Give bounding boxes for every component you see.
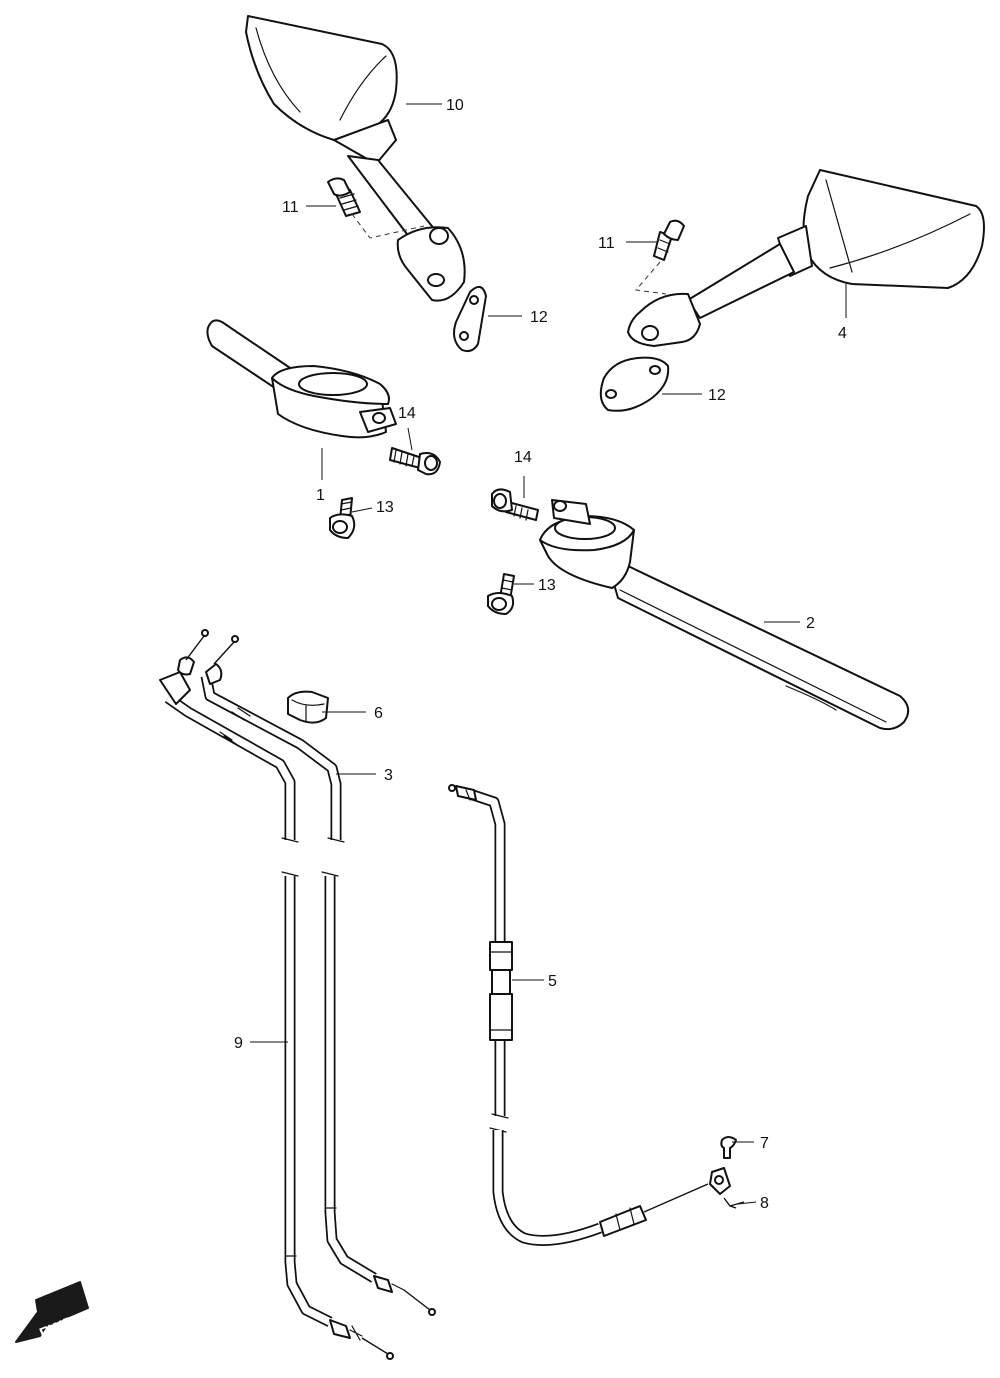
assembly-line bbox=[351, 213, 425, 239]
callout-9: 9 bbox=[234, 1035, 243, 1052]
callout-8: 8 bbox=[760, 1195, 769, 1212]
callout-11-left: 11 bbox=[282, 199, 299, 216]
mirror-bolt-left bbox=[327, 177, 361, 217]
callout-14-left: 14 bbox=[398, 405, 416, 422]
mirror-bolt-right bbox=[653, 219, 685, 261]
clamp-bolt-right bbox=[491, 488, 539, 521]
right-mirror bbox=[627, 169, 985, 347]
callout-14-right: 14 bbox=[514, 449, 532, 466]
callout-3: 3 bbox=[384, 767, 393, 784]
clamp-bolt-left bbox=[389, 447, 441, 476]
callout-13-left: 13 bbox=[376, 499, 394, 516]
leader-lines bbox=[250, 103, 847, 1205]
choke-cable bbox=[448, 784, 709, 1246]
callout-12-right: 12 bbox=[708, 387, 726, 404]
cable-pin bbox=[709, 1136, 737, 1195]
callout-5: 5 bbox=[548, 973, 557, 990]
left-handlebar bbox=[206, 319, 397, 439]
callout-1: 1 bbox=[316, 487, 325, 504]
throttle-cable-return bbox=[200, 635, 436, 1316]
callout-10: 10 bbox=[446, 97, 464, 114]
fwd-arrow-badge: FWD bbox=[15, 1281, 89, 1343]
callout-13-right: 13 bbox=[538, 577, 556, 594]
left-gasket bbox=[453, 285, 487, 353]
callout-12-left: 12 bbox=[530, 309, 548, 326]
bar-bolt-right bbox=[487, 573, 515, 615]
callout-2: 2 bbox=[806, 615, 815, 632]
callout-11-right: 11 bbox=[598, 235, 615, 252]
assembly-line bbox=[635, 261, 667, 295]
callout-labels: 10 11 11 12 12 4 14 14 1 13 13 2 6 3 5 9… bbox=[234, 97, 847, 1212]
cable-clip bbox=[723, 1197, 745, 1209]
right-handlebar bbox=[539, 499, 910, 731]
callout-6: 6 bbox=[374, 705, 383, 722]
cable-holder bbox=[287, 690, 329, 724]
throttle-cable-pull bbox=[159, 629, 394, 1360]
callout-4: 4 bbox=[838, 325, 847, 342]
bar-bolt-left bbox=[329, 497, 356, 539]
right-gasket bbox=[599, 356, 670, 412]
callout-7: 7 bbox=[760, 1135, 769, 1152]
left-mirror bbox=[245, 15, 466, 302]
cable-break-marks bbox=[281, 837, 345, 877]
